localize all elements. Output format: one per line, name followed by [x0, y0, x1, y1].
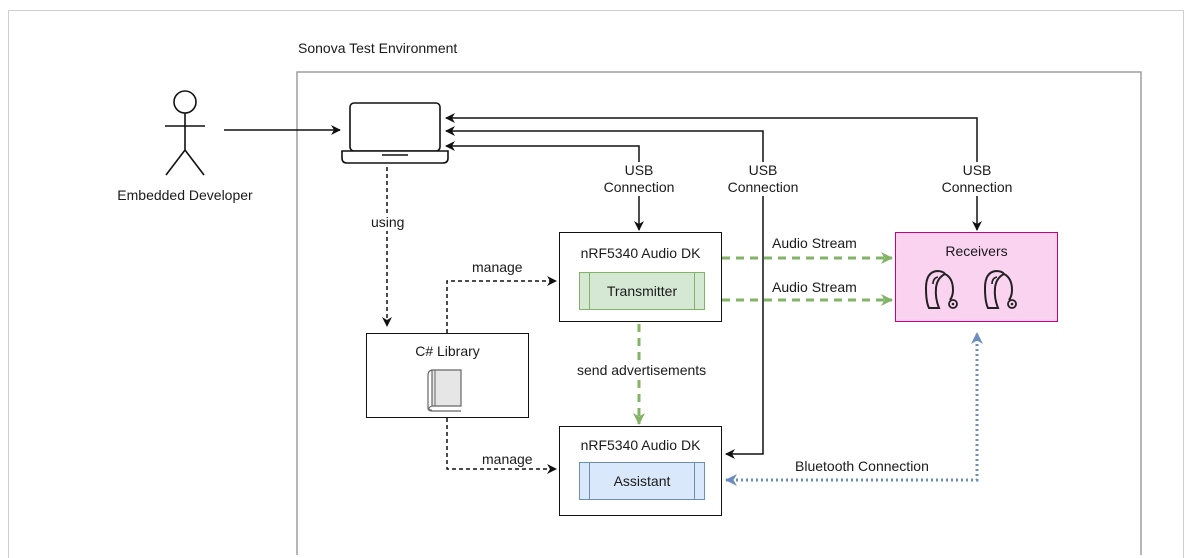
label-manage-bottom: manage	[482, 451, 533, 467]
hearing-aid-icon	[983, 269, 1017, 309]
receivers-node: Receivers	[895, 232, 1058, 322]
library-title: C# Library	[415, 343, 480, 359]
label-audio-stream-1: Audio Stream	[771, 235, 858, 252]
assistant-label: Assistant	[613, 473, 671, 489]
label-audio-stream-2: Audio Stream	[771, 279, 858, 296]
label-usb-1: USB Connection	[589, 162, 689, 196]
transmitter-dk-node: nRF5340 Audio DK Transmitter	[559, 232, 722, 322]
label-manage-top: manage	[472, 259, 523, 275]
hearing-aid-icon	[924, 269, 958, 309]
label-usb-3: USB Connection	[927, 162, 1027, 196]
assistant-component: Assistant	[579, 462, 705, 500]
edge-usb-receivers-up	[445, 113, 978, 166]
assistant-dk-title: nRF5340 Audio DK	[580, 437, 701, 453]
assistant-dk-node: nRF5340 Audio DK Assistant	[559, 426, 722, 516]
stick-figure-icon	[165, 90, 205, 176]
book-icon	[427, 369, 462, 412]
transmitter-dk-title: nRF5340 Audio DK	[580, 245, 701, 261]
label-send-advertisements: send advertisements	[575, 361, 709, 380]
label-bluetooth: Bluetooth Connection	[795, 458, 929, 474]
environment-title: Sonova Test Environment	[298, 40, 458, 56]
label-usb-2: USB Connection	[713, 162, 813, 196]
label-using: using	[369, 214, 407, 231]
transmitter-component: Transmitter	[579, 272, 705, 310]
laptop-icon	[341, 102, 449, 164]
canvas-frame	[8, 10, 1184, 558]
edge-usb-assistant-up	[445, 126, 764, 166]
edge-bluetooth	[725, 332, 983, 486]
library-node: C# Library	[366, 333, 529, 418]
environment-container	[296, 71, 1142, 555]
transmitter-label: Transmitter	[606, 283, 678, 299]
edge-manage-transmitter	[446, 276, 557, 333]
receivers-title: Receivers	[945, 243, 1008, 259]
actor-label: Embedded Developer	[117, 187, 253, 203]
edge-usb-transmitter-up	[445, 141, 640, 166]
edge-usb-assistant-down	[725, 196, 764, 459]
edge-manage-assistant	[446, 418, 557, 474]
